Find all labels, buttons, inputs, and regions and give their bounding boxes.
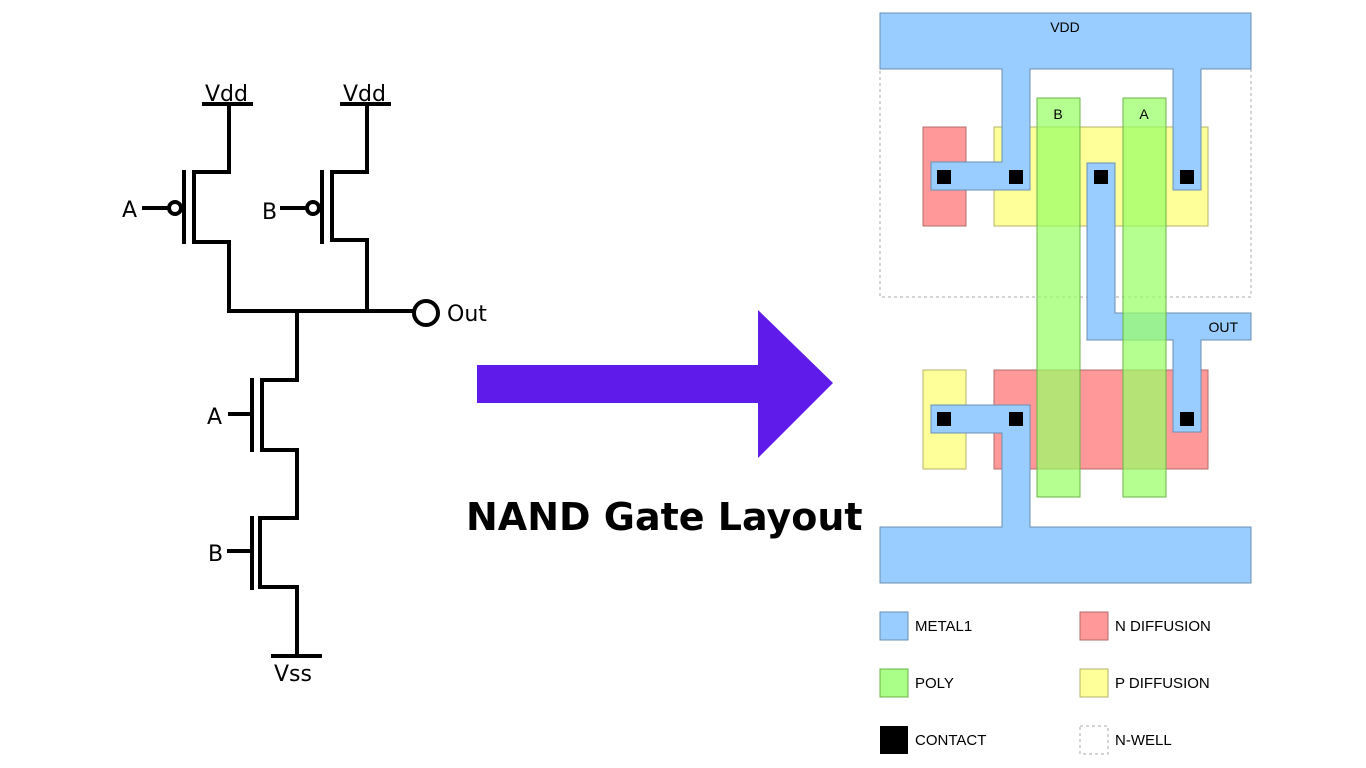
n-well-swatch [1079, 725, 1109, 755]
output-label: Out [447, 302, 487, 327]
legend-label: N-WELL [1115, 732, 1172, 749]
legend-label: N DIFFUSION [1115, 618, 1211, 635]
metal1-swatch [879, 611, 909, 641]
nmos-b-channel [258, 516, 299, 658]
poly-a-label: A [1139, 106, 1149, 122]
contact [1009, 170, 1023, 184]
pmos-a-bubble [167, 200, 183, 216]
pmos-a-channel [192, 102, 231, 313]
legend-item-n-diffusion: N DIFFUSION [1079, 611, 1211, 641]
diagram-title: NAND Gate Layout [466, 495, 863, 539]
arrow-head [758, 310, 833, 458]
contact [1180, 412, 1194, 426]
legend-label: CONTACT [915, 732, 986, 749]
n-diffusion-swatch [1079, 611, 1109, 641]
poly-b-label: B [1053, 106, 1062, 122]
legend-label: P DIFFUSION [1115, 675, 1210, 692]
metal1-vss-net [879, 404, 1252, 584]
legend-item-poly: POLY [879, 668, 954, 698]
contact [1009, 412, 1023, 426]
transform-arrow [477, 310, 833, 458]
nmos-a-transistor: A [207, 309, 299, 520]
vss-label: Vss [274, 662, 312, 687]
poly-gate-b [1036, 97, 1081, 498]
pmos-b-bubble [305, 200, 321, 216]
legend-item-contact: CONTACT [880, 726, 986, 754]
pmos-a-transistor: A [122, 102, 231, 313]
arrow-shaft [477, 365, 762, 403]
cmos-layout: VDD B A OUT [879, 12, 1252, 584]
legend-label: METAL1 [915, 618, 972, 635]
layer-legend: METAL1 N DIFFUSION POLY P DIFFUSION CONT… [879, 611, 1211, 755]
contact [937, 412, 951, 426]
legend-item-metal1: METAL1 [879, 611, 972, 641]
pmos-b-channel [330, 102, 369, 313]
legend-item-n-well: N-WELL [1079, 725, 1172, 755]
pmos-a-input-label: A [122, 198, 137, 223]
poly-swatch [879, 668, 909, 698]
pmos-b-input-label: B [262, 200, 277, 225]
contact [1180, 170, 1194, 184]
metal1-vdd-net [879, 12, 1252, 191]
nmos-b-input-label: B [208, 542, 223, 567]
transistor-schematic: Vdd Vdd A B Out A [122, 82, 487, 687]
contact [1094, 170, 1108, 184]
vdd-net-label: VDD [1050, 19, 1080, 35]
nmos-a-channel [260, 309, 299, 520]
p-diffusion-swatch [1079, 668, 1109, 698]
legend-label: POLY [915, 675, 954, 692]
poly-gate-a [1122, 97, 1167, 498]
nmos-a-input-label: A [207, 405, 222, 430]
legend-item-p-diffusion: P DIFFUSION [1079, 668, 1210, 698]
contact-swatch [880, 726, 908, 754]
contact [937, 170, 951, 184]
pmos-b-transistor: B [262, 102, 369, 313]
out-net-label: OUT [1208, 319, 1238, 335]
nmos-b-transistor: B [208, 516, 299, 658]
output-terminal [412, 299, 440, 327]
